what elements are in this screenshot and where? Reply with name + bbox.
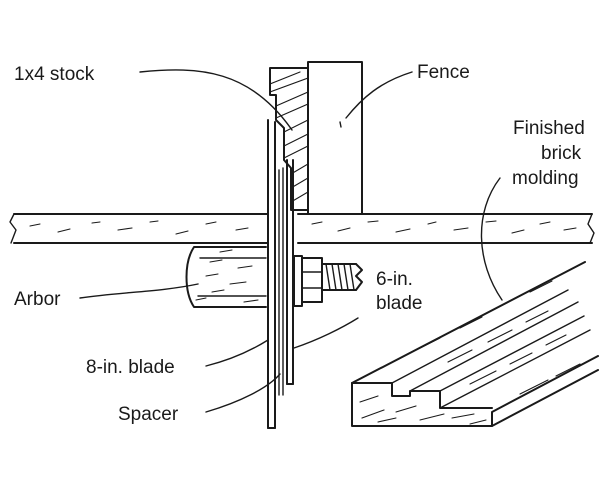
- leader-fence: [345, 71, 413, 119]
- label-stock: 1x4 stock: [14, 64, 95, 85]
- label-spacer: Spacer: [118, 404, 179, 425]
- leader-arbor: [79, 283, 199, 299]
- leader-spacer: [205, 373, 281, 413]
- blade-8in: [267, 119, 276, 429]
- leader-stock: [139, 69, 293, 131]
- leader-lines: [79, 69, 503, 413]
- arbor: [185, 246, 267, 308]
- spacer: [278, 167, 284, 396]
- stock-board: [269, 67, 309, 211]
- label-blade6-line2: blade: [376, 293, 423, 314]
- arbor-thread: [321, 263, 363, 291]
- leader-molding: [480, 177, 503, 301]
- saw-table: [9, 213, 595, 244]
- fence: [307, 61, 363, 215]
- leader-blade8: [205, 339, 269, 367]
- leader-blade6: [293, 317, 359, 349]
- arbor-nut: [301, 257, 323, 303]
- label-blade8: 8-in. blade: [86, 357, 175, 378]
- label-arbor: Arbor: [14, 289, 61, 310]
- label-blade6-line1: 6-in.: [376, 269, 413, 290]
- label-finished: Finished: [513, 118, 585, 139]
- label-molding: molding: [512, 168, 579, 189]
- arbor-washer: [293, 255, 303, 307]
- label-fence: Fence: [417, 62, 470, 83]
- label-brick: brick: [541, 143, 582, 164]
- brick-molding: [351, 261, 599, 427]
